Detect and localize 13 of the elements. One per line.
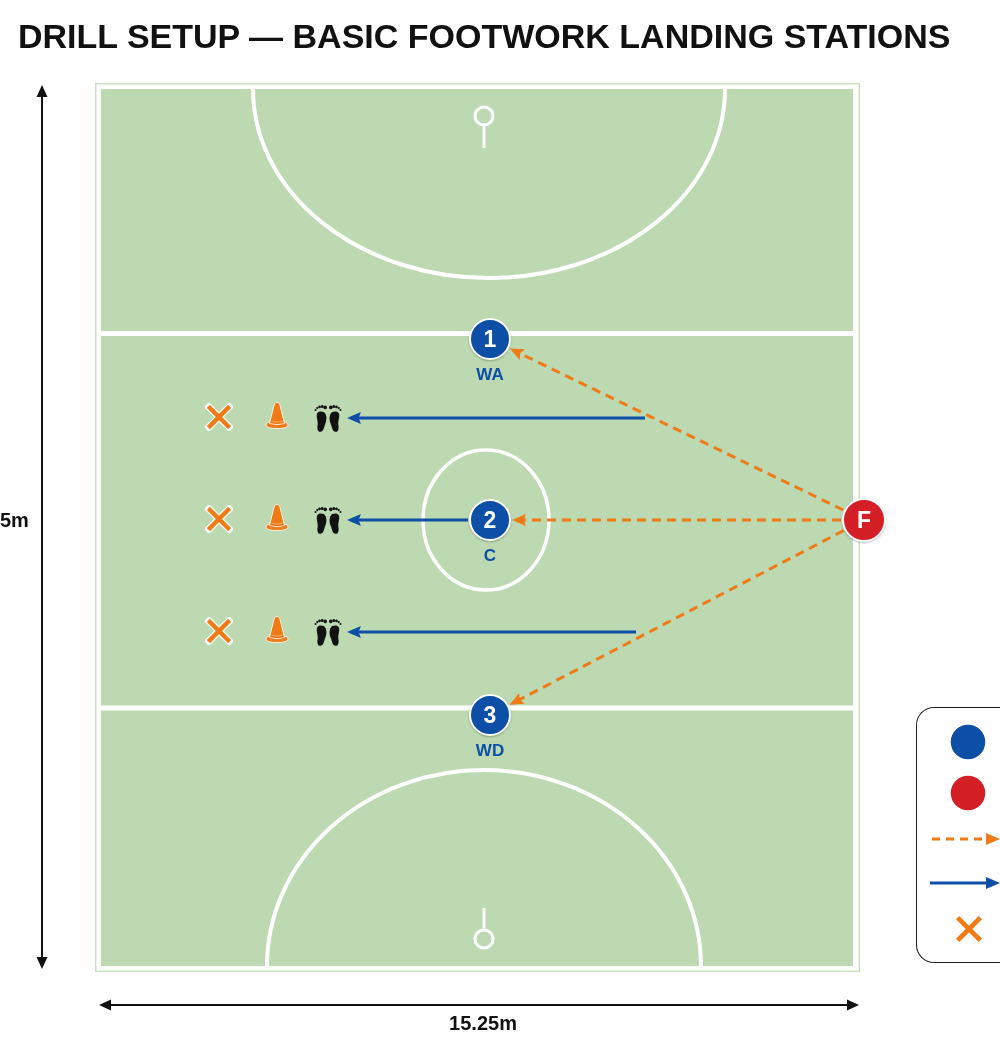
arrow (347, 412, 645, 424)
dimension-label: 15.25m (449, 1011, 517, 1035)
dashed-arrow (512, 514, 841, 526)
arrow (347, 626, 636, 638)
dashed-arrow (509, 529, 845, 705)
arrow (347, 514, 468, 526)
diagram-title: DRILL SETUP — BASIC FOOTWORK LANDING STATIONS (18, 16, 951, 56)
position-label: C (483, 546, 497, 566)
dimension-label: 5m (0, 508, 29, 532)
dashed-arrow (509, 348, 844, 512)
feeder-marker: F (842, 498, 886, 542)
position-label: WA (476, 365, 504, 385)
position-label: WD (475, 741, 505, 761)
